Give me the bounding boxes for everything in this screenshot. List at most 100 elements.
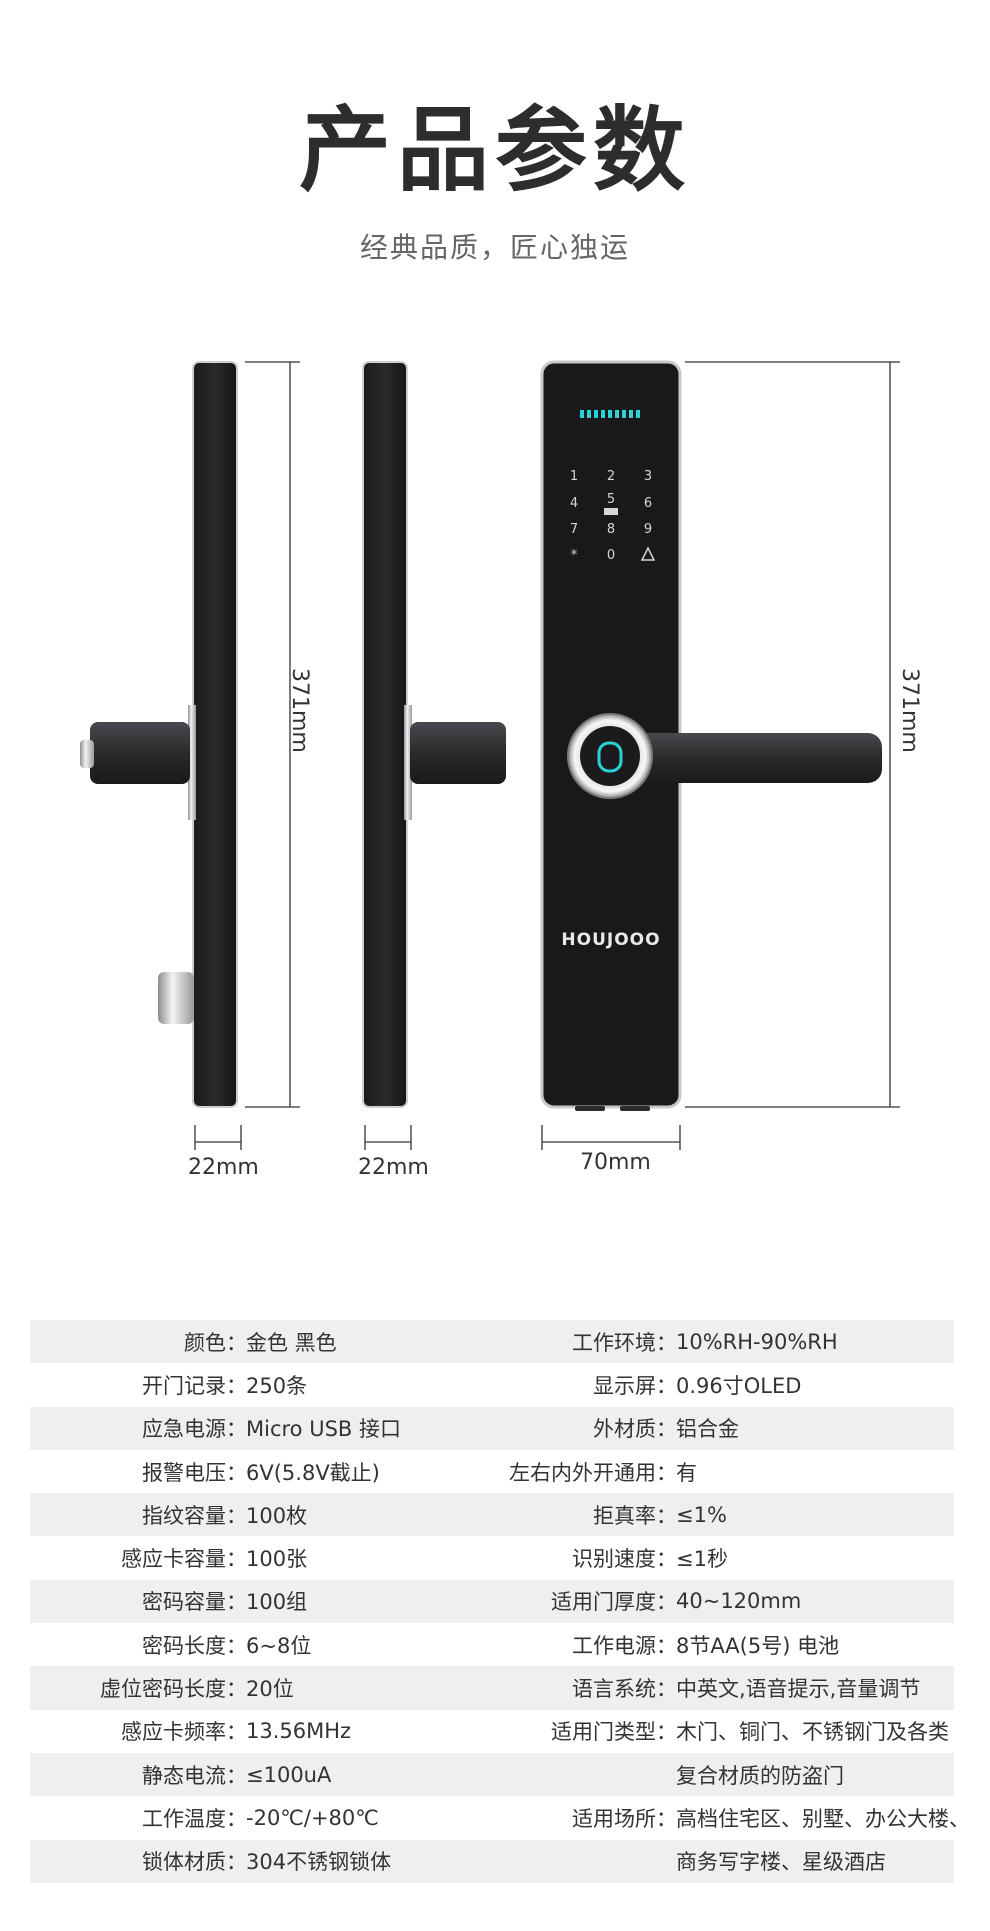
lock-illustration: 1 2 3 4 5 6 7 8 9 * 0 HOUJOOO — [80, 360, 900, 1150]
key-4: 4 — [570, 496, 578, 511]
spec-separator: ： — [656, 1503, 677, 1528]
spec-separator: ： — [656, 1373, 677, 1398]
spec-value: -20℃/+80℃ — [246, 1805, 379, 1830]
key-7: 7 — [570, 522, 578, 537]
spec-separator: ： — [656, 1806, 677, 1831]
fingerprint-sensor-icon — [597, 741, 623, 773]
spec-label: 适用门厚度 — [551, 1590, 656, 1615]
bell-icon — [640, 546, 656, 561]
spec-label: 密码容量 — [142, 1590, 226, 1615]
spec-label: 静态电流 — [142, 1763, 226, 1788]
table-row: 感应卡容量：100张识别速度：≤1秒 — [30, 1536, 954, 1579]
spec-separator: ： — [656, 1720, 677, 1745]
dim-width-side1: 22mm — [188, 1155, 259, 1180]
spec-value: 6~8位 — [246, 1633, 312, 1658]
table-row: 密码容量：100组适用门厚度：40~120mm — [30, 1579, 954, 1624]
spec-value: 中英文,语音提示,音量调节 — [676, 1677, 921, 1702]
spec-value: ≤100uA — [246, 1762, 332, 1787]
spec-label: 识别速度 — [572, 1547, 656, 1572]
spec-label: 语言系统 — [572, 1677, 656, 1702]
spec-value: 304不锈钢锁体 — [246, 1850, 392, 1875]
dim-height-right: 371mm — [897, 668, 922, 753]
spec-label: 拒真率 — [593, 1503, 656, 1528]
key-8: 8 — [607, 522, 615, 537]
spec-label: 颜色 — [184, 1330, 226, 1355]
card-reader-icon — [604, 508, 618, 515]
product-dimension-diagram: 1 2 3 4 5 6 7 8 9 * 0 HOUJOOO — [0, 340, 990, 1200]
spec-value: 有 — [676, 1460, 697, 1485]
spec-value: 铝合金 — [676, 1417, 739, 1442]
spec-value: 商务写字楼、星级酒店 — [676, 1850, 886, 1875]
key-6: 6 — [644, 496, 652, 511]
dim-height-left: 371mm — [287, 668, 312, 753]
table-row: 颜色：金色 黑色工作环境：10%RH-90%RH — [30, 1320, 954, 1364]
spec-value: 0.96寸OLED — [676, 1373, 802, 1398]
spec-separator: ： — [226, 1373, 247, 1398]
spec-separator: ： — [226, 1547, 247, 1572]
spec-value: 100张 — [246, 1547, 308, 1572]
dimension-lines — [194, 361, 900, 1150]
spec-value: 100组 — [246, 1590, 308, 1615]
brand-logo: HOUJOOO — [561, 930, 660, 950]
spec-label: 开门记录 — [142, 1373, 226, 1398]
spec-separator: ： — [656, 1417, 677, 1442]
spec-value: 木门、铜门、不锈钢门及各类 — [676, 1720, 949, 1745]
spec-label: 应急电源 — [142, 1417, 226, 1442]
table-row: 报警电压：6V(5.8V截止)左右内外开通用：有 — [30, 1450, 954, 1493]
spec-label: 工作环境 — [572, 1330, 656, 1355]
key-5: 5 — [607, 492, 615, 507]
spec-value: 40~120mm — [676, 1589, 802, 1614]
table-row: 密码长度：6~8位工作电源：8节AA(5号) 电池 — [30, 1623, 954, 1666]
table-row: 虚位密码长度：20位语言系统：中英文,语音提示,音量调节 — [30, 1666, 954, 1710]
spec-separator: ： — [656, 1633, 677, 1658]
spec-label: 外材质 — [593, 1417, 656, 1442]
spec-separator: ： — [226, 1503, 247, 1528]
spec-label: 显示屏 — [593, 1373, 656, 1398]
side-view-2 — [362, 361, 506, 1108]
table-row: 开门记录：250条显示屏：0.96寸OLED — [30, 1363, 954, 1406]
spec-separator: ： — [656, 1460, 677, 1485]
spec-separator: ： — [226, 1330, 247, 1355]
spec-label: 感应卡频率 — [121, 1720, 226, 1745]
spec-label: 密码长度 — [142, 1633, 226, 1658]
spec-value: 13.56MHz — [246, 1719, 352, 1744]
spec-separator: ： — [656, 1677, 677, 1702]
spec-separator: ： — [226, 1417, 247, 1442]
dim-width-front: 70mm — [580, 1150, 651, 1175]
spec-value: 250条 — [246, 1373, 308, 1398]
spec-separator: ： — [226, 1633, 247, 1658]
spec-label: 左右内外开通用 — [509, 1460, 656, 1485]
key-0: 0 — [607, 548, 615, 563]
key-9: 9 — [644, 522, 652, 537]
key-star: * — [571, 548, 578, 563]
key-1: 1 — [570, 469, 578, 484]
spec-value: ≤1秒 — [676, 1547, 728, 1572]
spec-label: 感应卡容量 — [121, 1547, 226, 1572]
spec-label: 适用门类型 — [551, 1720, 656, 1745]
table-row: 指纹容量：100枚拒真率：≤1% — [30, 1493, 954, 1537]
key-2: 2 — [607, 469, 615, 484]
table-row: 应急电源：Micro USB 接口外材质：铝合金 — [30, 1406, 954, 1450]
spec-separator: ： — [226, 1590, 247, 1615]
page-title: 产品参数 — [298, 97, 691, 204]
spec-separator: ： — [226, 1460, 247, 1485]
spec-separator: ： — [226, 1763, 247, 1788]
spec-value: 高档住宅区、别墅、办公大楼、 — [676, 1806, 970, 1831]
page-subtitle: 经典品质，匠心独运 — [359, 231, 630, 264]
spec-value: 20位 — [246, 1677, 294, 1702]
spec-value: 复合材质的防盗门 — [676, 1763, 844, 1788]
table-row: 锁体材质：304不锈钢锁体商务写字楼、星级酒店 — [30, 1839, 954, 1883]
spec-value: 6V(5.8V截止) — [246, 1460, 380, 1485]
table-row: 静态电流：≤100uA 复合材质的防盗门 — [30, 1752, 954, 1797]
keypad: 1 2 3 4 5 6 7 8 9 * 0 — [570, 469, 652, 563]
spec-separator: ： — [656, 1590, 677, 1615]
spec-label: 工作温度 — [142, 1806, 226, 1831]
spec-value: ≤1% — [676, 1502, 727, 1527]
spec-value: 100枚 — [246, 1503, 308, 1528]
spec-separator: ： — [226, 1677, 247, 1702]
front-view: 1 2 3 4 5 6 7 8 9 * 0 HOUJOOO — [540, 360, 882, 1111]
spec-label: 适用场所 — [572, 1806, 656, 1831]
